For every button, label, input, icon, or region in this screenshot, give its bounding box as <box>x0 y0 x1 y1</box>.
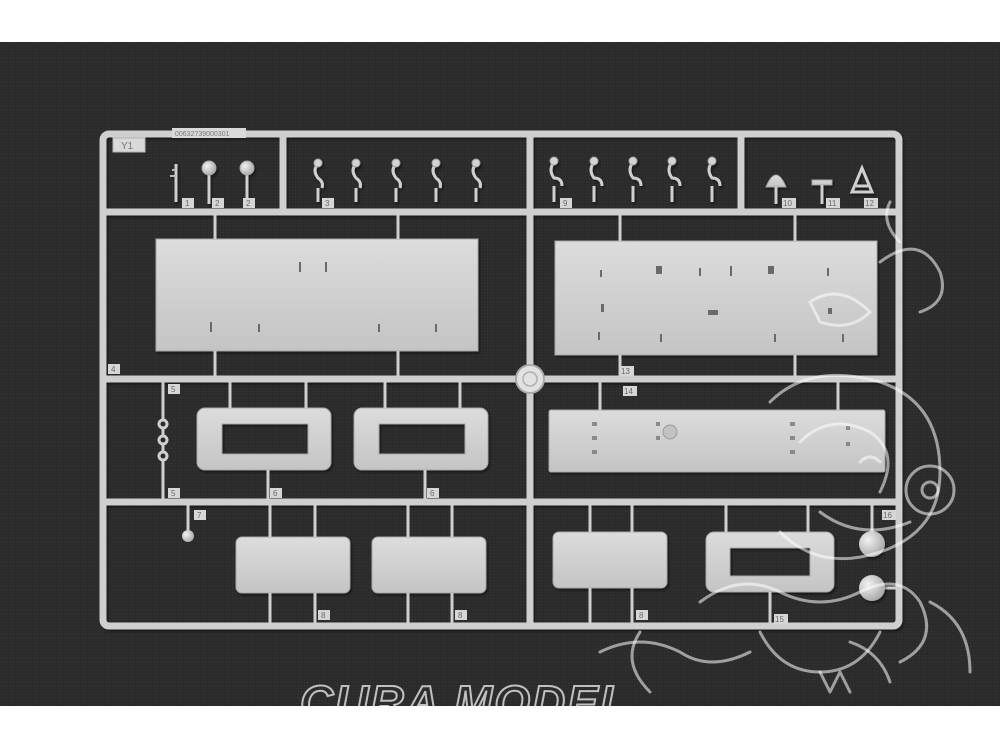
chain-part <box>157 379 169 502</box>
svg-text:3: 3 <box>325 199 330 208</box>
svg-text:14: 14 <box>624 387 633 396</box>
panel-bar <box>548 409 886 473</box>
svg-text:1: 1 <box>185 199 190 208</box>
sprue-code-tag: 00632739000301 <box>172 128 246 138</box>
svg-text:2: 2 <box>246 199 251 208</box>
svg-text:5: 5 <box>171 489 176 498</box>
tag-8c: 8 <box>636 610 648 620</box>
tag-5b: 5 <box>168 488 180 498</box>
svg-text:8: 8 <box>458 611 463 620</box>
sprue-letter-tag: Y1 <box>112 137 146 153</box>
sprue-y1: 00632739000301 Y1 <box>99 128 972 706</box>
tag-2: 2 <box>212 198 224 208</box>
tag-8a: 8 <box>318 610 330 620</box>
tag-11: 11 <box>826 198 840 208</box>
balls-16 <box>859 502 899 601</box>
tag-5a: 5 <box>168 384 180 394</box>
part-7 <box>182 530 194 542</box>
sprue-photo: 00632739000301 Y1 <box>0 42 1000 706</box>
svg-text:4: 4 <box>111 365 116 374</box>
svg-text:12: 12 <box>865 199 874 208</box>
part-number-tags: 1 2 2 3 4 5 5 6 6 7 8 8 8 9 10 11 12 13 … <box>108 198 896 624</box>
tag-3: 3 <box>322 198 334 208</box>
gates <box>213 212 840 626</box>
panel-left <box>155 238 479 352</box>
tag-13: 13 <box>620 366 634 376</box>
tag-14: 14 <box>623 386 637 396</box>
tag-6a: 6 <box>270 488 282 498</box>
tag-12: 12 <box>864 198 878 208</box>
tag-2b: 2 <box>243 198 255 208</box>
svg-text:7: 7 <box>197 511 202 520</box>
svg-text:15: 15 <box>775 615 784 624</box>
svg-text:6: 6 <box>430 489 435 498</box>
tag-6b: 6 <box>427 488 439 498</box>
svg-text:8: 8 <box>639 611 644 620</box>
tag-16: 16 <box>882 510 896 520</box>
tag-15: 15 <box>774 614 788 624</box>
tag-10: 10 <box>782 198 796 208</box>
boxes <box>235 531 668 594</box>
svg-text:10: 10 <box>783 199 792 208</box>
svg-text:9: 9 <box>563 199 568 208</box>
sprue-hub <box>515 364 545 394</box>
tag-7: 7 <box>194 510 206 520</box>
tag-4: 4 <box>108 364 120 374</box>
small-parts-top <box>170 156 875 204</box>
svg-text:13: 13 <box>621 367 630 376</box>
watermark-mascot <box>598 200 972 694</box>
tag-8b: 8 <box>455 610 467 620</box>
svg-text:2: 2 <box>215 199 220 208</box>
sprue-letter: Y1 <box>121 141 134 152</box>
tag-1: 1 <box>182 198 194 208</box>
tag-9: 9 <box>560 198 572 208</box>
sprue-code: 00632739000301 <box>175 131 230 138</box>
svg-text:5: 5 <box>171 385 176 394</box>
large-panels <box>155 238 886 473</box>
watermark-text: CURA MODEL <box>300 676 630 706</box>
svg-text:6: 6 <box>273 489 278 498</box>
sprue-frame <box>99 130 903 630</box>
panel-right <box>554 240 878 356</box>
svg-text:8: 8 <box>321 611 326 620</box>
svg-text:11: 11 <box>828 199 837 208</box>
svg-text:16: 16 <box>883 511 892 520</box>
